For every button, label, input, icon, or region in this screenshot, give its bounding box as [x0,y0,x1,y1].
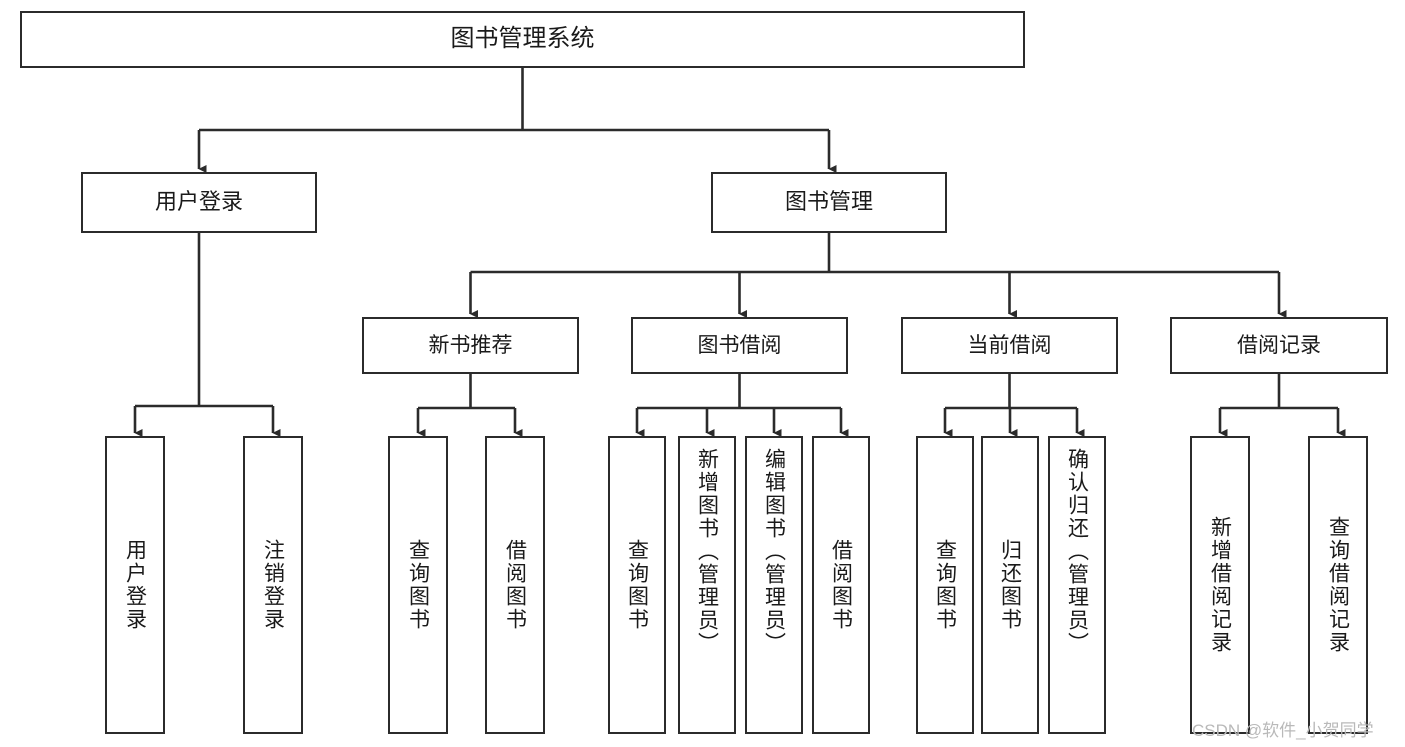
node-label: 编辑图书（管理员） [762,448,786,655]
node-label: 用户登录 [154,189,243,215]
node-book-borrow[interactable]: 图书借阅 [631,317,848,374]
node-label: 新书推荐 [428,333,513,357]
node-label: 注销登录 [261,539,285,631]
node-label: 查询图书 [406,539,430,631]
node-label: 新增借阅记录 [1208,516,1232,654]
node-label: 新增图书（管理员） [695,448,719,655]
leaf-node-leaf-query-borrow-record[interactable]: 查询借阅记录 [1308,436,1368,734]
node-label: 查询图书 [933,539,957,631]
node-new-book-recommend[interactable]: 新书推荐 [362,317,579,374]
node-current-borrow[interactable]: 当前借阅 [901,317,1118,374]
leaf-node-leaf-query-book-borrow[interactable]: 查询图书 [608,436,666,734]
leaf-node-leaf-logout[interactable]: 注销登录 [243,436,303,734]
root-node-book-management-system[interactable]: 图书管理系统 [20,11,1025,68]
node-label: 用户登录 [123,539,147,631]
node-borrow-records[interactable]: 借阅记录 [1170,317,1388,374]
leaf-node-leaf-add-book[interactable]: 新增图书（管理员） [678,436,736,734]
node-label: 图书管理 [784,189,873,215]
node-label: 归还图书 [998,539,1022,631]
node-label: 借阅记录 [1237,333,1321,357]
node-label: 查询图书 [625,539,649,631]
leaf-node-leaf-return-book[interactable]: 归还图书 [981,436,1039,734]
node-label: 查询借阅记录 [1326,516,1350,654]
leaf-node-leaf-confirm-return[interactable]: 确认归还（管理员） [1048,436,1106,734]
node-label: 图书管理系统 [450,25,595,53]
leaf-node-leaf-borrow-book-recommend[interactable]: 借阅图书 [485,436,545,734]
node-user-login[interactable]: 用户登录 [81,172,317,233]
node-label: 确认归还（管理员） [1065,448,1089,655]
node-label: 借阅图书 [503,539,527,631]
node-label: 借阅图书 [829,539,853,631]
leaf-node-leaf-user-login[interactable]: 用户登录 [105,436,165,734]
leaf-node-leaf-edit-book[interactable]: 编辑图书（管理员） [745,436,803,734]
leaf-node-leaf-query-book-recommend[interactable]: 查询图书 [388,436,448,734]
node-label: 当前借阅 [967,333,1052,357]
leaf-node-leaf-borrow-book[interactable]: 借阅图书 [812,436,870,734]
node-book-management[interactable]: 图书管理 [711,172,947,233]
leaf-node-leaf-query-book-current[interactable]: 查询图书 [916,436,974,734]
leaf-node-leaf-add-borrow-record[interactable]: 新增借阅记录 [1190,436,1250,734]
node-label: 图书借阅 [697,333,782,357]
